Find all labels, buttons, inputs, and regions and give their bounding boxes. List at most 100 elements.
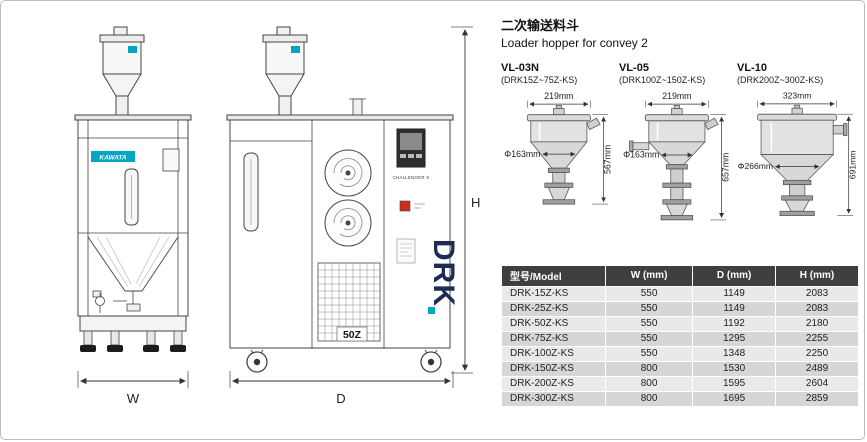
cell-h: 2250: [775, 345, 859, 362]
dimension-h: H: [451, 26, 480, 374]
cell-d: 1295: [692, 330, 777, 347]
blower-covers: [324, 149, 372, 247]
cell-d: 1530: [692, 360, 777, 377]
table-row: DRK-150Z-KS 800 1530 2489: [501, 360, 859, 377]
spec-table: 型号/Model W (mm) D (mm) H (mm) DRK-15Z-KS…: [501, 264, 859, 407]
loader-hopper-section: 二次输送料斗 Loader hopper for convey 2 VL-03N…: [501, 15, 859, 407]
hopper-vl10: VL-10 (DRK200Z~300Z-KS): [737, 62, 859, 239]
cell-h: 2859: [775, 390, 859, 407]
hopper-model: VL-03N: [501, 62, 539, 74]
side-loader-hopper: [262, 26, 308, 116]
foot-pad: [80, 345, 96, 352]
hopper-width-label: 219mm: [544, 91, 573, 101]
table-row: DRK-100Z-KS 550 1348 2250: [501, 345, 859, 362]
table-row: DRK-200Z-KS 800 1595 2604: [501, 375, 859, 392]
section-title-zh: 二次输送料斗: [501, 18, 580, 33]
cell-w: 550: [604, 315, 694, 332]
hopper-width-label: 219mm: [662, 91, 691, 101]
col-header-d: D (mm): [692, 264, 777, 287]
cell-model: DRK-150Z-KS: [501, 360, 606, 377]
brand-badge: [291, 46, 300, 53]
hopper-range: (DRK100Z~150Z-KS): [619, 75, 706, 85]
cell-h: 2489: [775, 360, 859, 377]
cell-model: DRK-25Z-KS: [501, 300, 606, 317]
dimension-w: W: [77, 371, 189, 406]
brand-plate: [91, 151, 135, 162]
caster-wheels: [246, 349, 442, 373]
table-row: DRK-50Z-KS 550 1192 2180: [501, 315, 859, 332]
hopper-drawing-vl03n: 219mm Φ163mm 567mm: [504, 91, 613, 205]
col-header-model: 型号/Model: [501, 264, 606, 287]
cell-h: 2604: [775, 375, 859, 392]
control-panel: CHALLENGER X: [393, 128, 430, 264]
table-row: DRK-300Z-KS 800 1695 2859: [501, 390, 859, 407]
cell-w: 550: [604, 345, 694, 362]
dim-d-label: D: [336, 391, 345, 406]
vent-grille: 50Z: [317, 262, 381, 342]
series-accent-square: [428, 307, 435, 314]
cell-d: 1149: [692, 300, 777, 317]
hopper-height-label: 567mm: [603, 145, 613, 174]
foot-pad: [107, 345, 123, 352]
machine-drawings: KAWATA: [74, 26, 480, 406]
cell-model: DRK-200Z-KS: [501, 375, 606, 392]
cell-w: 800: [604, 390, 694, 407]
hopper-range: (DRK200Z~300Z-KS): [737, 75, 824, 85]
hopper-diameter-label: Φ163mm: [504, 149, 540, 159]
cell-model: DRK-100Z-KS: [501, 345, 606, 362]
cell-w: 550: [604, 330, 694, 347]
cell-d: 1695: [692, 390, 777, 407]
cell-model: DRK-50Z-KS: [501, 315, 606, 332]
cell-d: 1348: [692, 345, 777, 362]
cell-h: 2083: [775, 285, 859, 302]
table-row: DRK-15Z-KS 550 1149 2083: [501, 285, 859, 302]
cell-h: 2255: [775, 330, 859, 347]
hopper-drawing-vl05: Φ163mm 219mm 657mm: [623, 91, 731, 221]
cell-w: 800: [604, 360, 694, 377]
cell-w: 550: [604, 285, 694, 302]
cell-d: 1192: [692, 315, 777, 332]
col-header-h: H (mm): [775, 264, 859, 287]
series-label: DRK: [427, 239, 460, 307]
table-row: DRK-75Z-KS 550 1295 2255: [501, 330, 859, 347]
cell-w: 550: [604, 300, 694, 317]
hopper-diameter-label: Φ266mm: [738, 161, 773, 171]
cell-d: 1595: [692, 375, 777, 392]
hopper-height-label: 657mm: [721, 153, 731, 182]
display-screen: [400, 133, 422, 150]
hopper-diameter-label: Φ163mm: [623, 150, 659, 160]
hopper-width-label: 323mm: [783, 91, 812, 101]
cell-d: 1149: [692, 285, 777, 302]
dimension-d: D: [229, 371, 454, 406]
hopper-vl05: VL-05 (DRK100Z~150Z-KS): [619, 62, 733, 239]
foot-pad: [170, 345, 186, 352]
emergency-button: [399, 200, 411, 212]
front-piping: [92, 290, 141, 313]
section-title-en: Loader hopper for convey 2: [501, 36, 648, 50]
hopper-vl03n: VL-03N (DRK15Z~75Z-KS): [501, 62, 615, 239]
table-row: DRK-25Z-KS 550 1149 2083: [501, 300, 859, 317]
cell-model: DRK-15Z-KS: [501, 285, 606, 302]
brand-badge: [128, 46, 137, 53]
foot-pad: [143, 345, 159, 352]
top-vent-pipe: [352, 98, 363, 116]
cell-w: 800: [604, 375, 694, 392]
cell-model: DRK-75Z-KS: [501, 330, 606, 347]
spec-sticker: [396, 238, 416, 264]
size-label: 50Z: [343, 329, 362, 341]
hopper-height-label: 691mm: [848, 151, 858, 180]
panel-label: CHALLENGER X: [393, 175, 430, 180]
cell-h: 2180: [775, 315, 859, 332]
hopper-drawing-vl10: 323mm Φ266mm 691mm: [738, 91, 858, 216]
hopper-model: VL-05: [619, 62, 649, 74]
dim-w-label: W: [127, 391, 140, 406]
dim-h-label: H: [471, 195, 480, 210]
hopper-range: (DRK15Z~75Z-KS): [501, 75, 578, 85]
col-header-w: W (mm): [604, 264, 694, 287]
hopper-variants: VL-03N (DRK15Z~75Z-KS): [501, 62, 859, 239]
front-loader-hopper: [99, 26, 145, 116]
hopper-model: VL-10: [737, 62, 767, 74]
cell-h: 2083: [775, 300, 859, 317]
table-header-row: 型号/Model W (mm) D (mm) H (mm): [501, 264, 859, 287]
